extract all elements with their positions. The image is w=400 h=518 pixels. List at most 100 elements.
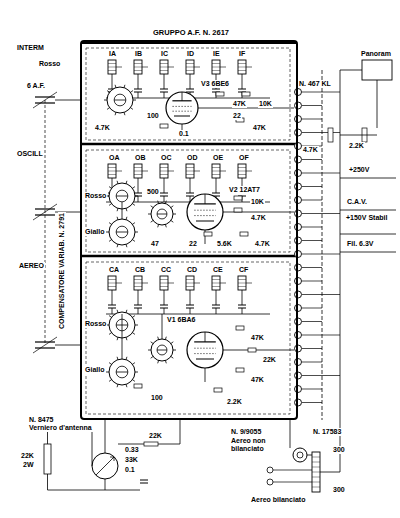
wire [302,200,322,201]
wire [160,67,168,68]
coil-symbol [108,60,116,74]
wire [151,220,153,222]
wire [212,63,220,64]
transformer-coil [312,452,320,492]
wire [302,254,340,255]
wire [190,178,191,193]
panoram-box [362,60,392,80]
wire [109,187,111,189]
coil-symbol [212,164,220,178]
wire [160,279,168,280]
wire [377,80,378,128]
wire [186,167,194,168]
wire [138,92,139,98]
wire [242,290,243,305]
wire [105,420,106,453]
wire [33,204,57,220]
wire [238,279,246,280]
wire [165,224,167,227]
wire [212,279,220,280]
wire [96,457,114,475]
wire [290,420,291,448]
wire [238,63,246,64]
wire [131,108,133,110]
wire [133,240,135,242]
wire [238,171,246,172]
supply-label: +150V Stabil [345,214,397,222]
circle-symbol [295,251,302,258]
wire [33,337,57,353]
wire [134,279,142,280]
wire [134,286,142,287]
component-value: Rosso [84,320,107,328]
circle-symbol [295,183,302,190]
wire [190,74,191,89]
wire [212,171,220,172]
wire [212,70,220,71]
wire [138,178,139,193]
wire [302,389,322,390]
resistor-symbol [236,368,244,372]
component-value: 6 A.F. [26,82,46,90]
component-value: OE [212,154,224,162]
wire [104,100,107,101]
wire [302,159,322,160]
wire [194,210,216,211]
section-label: INTERM [16,44,45,52]
component-label: COMPENSATORE VARIAB. N. 2791 [58,212,66,330]
wire [186,171,194,172]
circle-symbol [295,332,302,339]
wire [302,132,340,133]
wire [108,286,116,287]
circle-symbol [157,209,167,219]
wire [220,171,226,172]
coil-symbol [238,164,246,178]
wire [186,193,194,194]
component-value: CB [134,266,146,274]
component-value: IC [160,50,169,58]
wire [302,362,322,363]
wire [238,305,246,306]
wire [134,89,142,90]
wire [133,363,135,365]
tube-label: V3 6BE6 [200,80,230,88]
wire [165,201,167,204]
wire [151,206,153,208]
coil-symbol [186,60,194,74]
coil-symbol [160,276,168,290]
component-value: 47K [232,100,247,108]
component-value: 2.2K [348,142,365,150]
wire [109,223,111,225]
circle-symbol [109,359,135,385]
component-value: 4.7K [250,214,267,222]
component-value: IF [238,50,246,58]
component-value: N. 8475 [28,416,55,424]
wire [55,100,80,101]
wire [35,214,55,215]
band-frame [86,150,290,252]
component-value: Rosso [38,60,61,68]
wire [116,232,128,233]
wire [126,208,128,211]
wire [172,106,191,107]
component-value: 5.6K [216,240,233,248]
coil-symbol [108,276,116,290]
wire [171,220,173,222]
wire [133,333,135,335]
wire [134,67,142,68]
circle-symbol [295,399,302,406]
wire [133,187,135,189]
component-value: 22K [20,452,35,460]
wire [126,337,128,340]
wire [151,342,153,344]
wire [142,283,148,284]
wire [302,402,322,403]
coil-symbol [238,60,246,74]
component-value: Verniero d'antenna [28,424,93,432]
wire [168,283,174,284]
wire [151,356,153,358]
circle-symbol [295,264,302,271]
wire [157,337,159,340]
circle-symbol [295,318,302,325]
wire [140,483,148,484]
